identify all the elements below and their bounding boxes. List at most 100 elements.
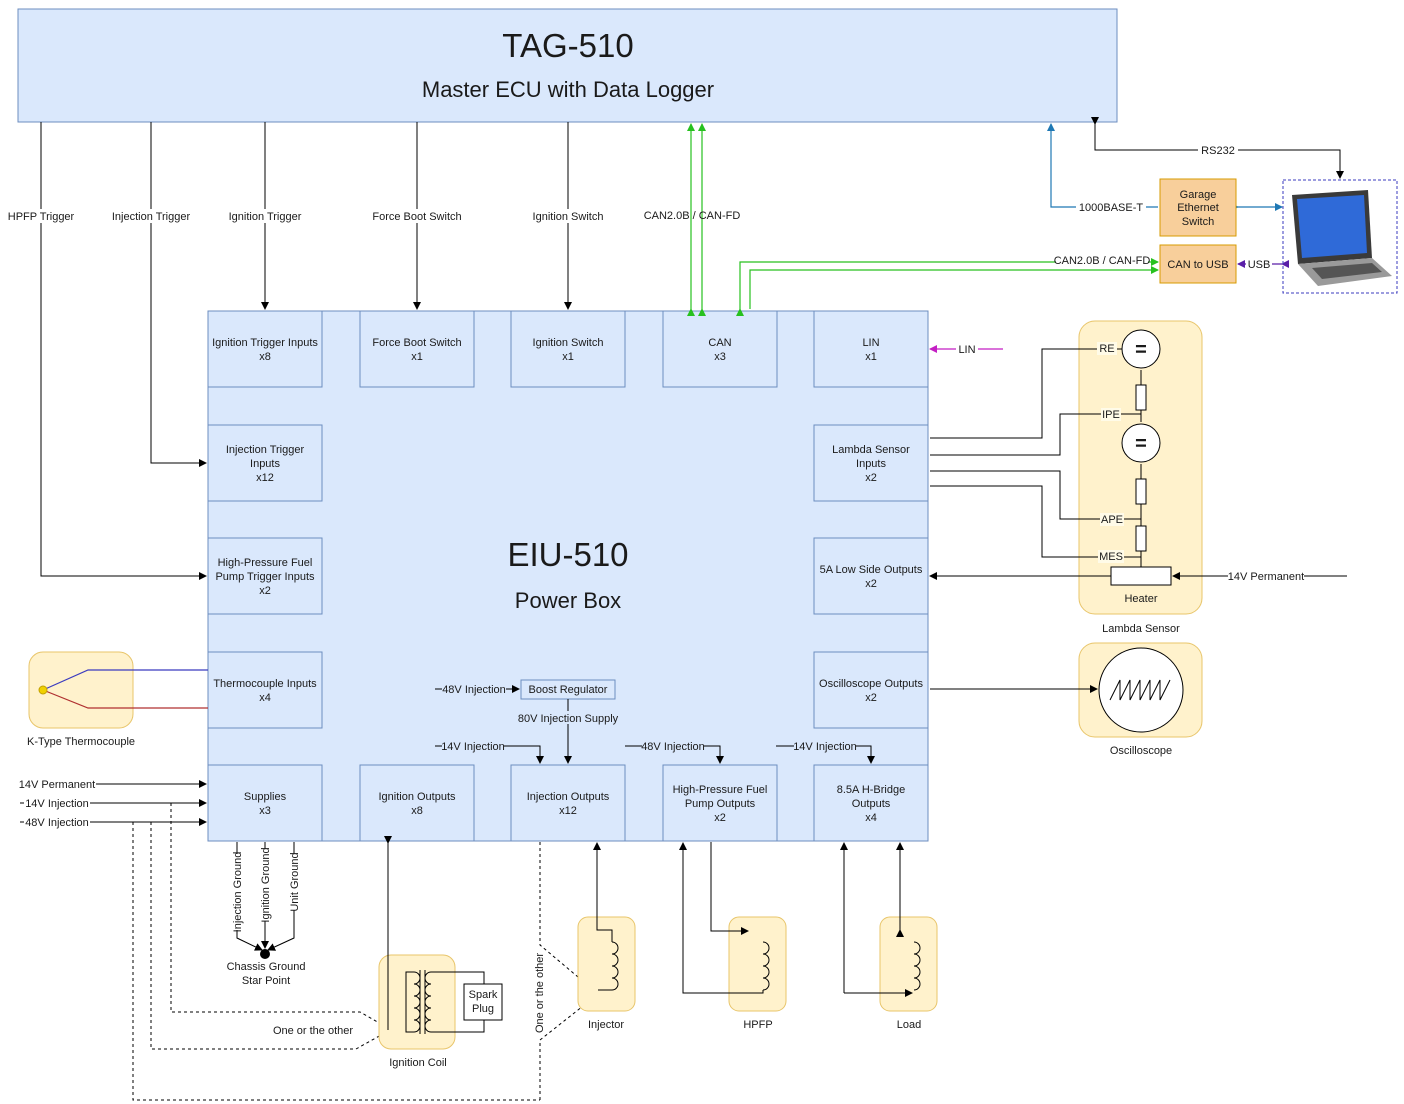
module-lin: LIN x1 [813, 310, 929, 388]
can-bus-label: CAN2.0B / CAN-FD [644, 210, 741, 222]
injector-label: Injector [588, 1019, 624, 1031]
load-coil-icon [844, 916, 938, 1012]
svg-text:x1: x1 [562, 351, 574, 363]
lin-label: LIN [958, 344, 975, 356]
svg-text:x2: x2 [714, 812, 726, 824]
svg-text:14V Injection: 14V Injection [25, 798, 89, 810]
module-oscilloscope-outputs: Oscilloscope Outputs x2 [813, 651, 929, 729]
ignition-coil: Spark Plug [378, 954, 503, 1050]
svg-text:Pump Outputs: Pump Outputs [685, 798, 756, 810]
svg-text:Star Point: Star Point [242, 975, 290, 987]
svg-text:Thermocouple Inputs: Thermocouple Inputs [213, 678, 317, 690]
svg-text:Injection Ground: Injection Ground [232, 852, 244, 933]
one-or-other-label-vertical: One or the other [534, 953, 546, 1033]
svg-text:Inputs: Inputs [856, 458, 886, 470]
svg-text:CAN to USB: CAN to USB [1167, 259, 1228, 271]
svg-text:14V Injection: 14V Injection [441, 741, 505, 753]
oscilloscope-sawtooth-icon [1078, 642, 1203, 738]
svg-text:48V Injection: 48V Injection [442, 684, 506, 696]
svg-text:Force Boot Switch: Force Boot Switch [372, 337, 461, 349]
svg-text:MES: MES [1099, 551, 1123, 563]
svg-text:Injection Trigger: Injection Trigger [226, 444, 305, 456]
svg-text:x8: x8 [259, 351, 271, 363]
svg-text:Chassis Ground: Chassis Ground [227, 961, 306, 973]
svg-text:Pump Trigger Inputs: Pump Trigger Inputs [215, 571, 315, 583]
module-supplies: Supplies x3 [207, 764, 323, 842]
svg-text:x12: x12 [256, 472, 274, 484]
svg-text:x4: x4 [865, 812, 877, 824]
svg-text:x1: x1 [411, 351, 423, 363]
laptop-icon [1282, 179, 1398, 294]
svg-text:LIN: LIN [862, 337, 879, 349]
svg-text:Oscilloscope Outputs: Oscilloscope Outputs [819, 678, 923, 690]
garage-ethernet-switch: Garage Ethernet Switch [1159, 178, 1237, 237]
can-usb-bus-label: CAN2.0B / CAN-FD [1054, 255, 1151, 267]
svg-text:=: = [1135, 339, 1147, 361]
supply-80v-label: 80V Injection Supply [518, 713, 619, 725]
svg-text:x2: x2 [865, 692, 877, 704]
svg-text:Switch: Switch [1182, 216, 1214, 228]
one-or-other-label-horizontal: One or the other [273, 1025, 353, 1037]
svg-text:Ignition Switch: Ignition Switch [533, 337, 604, 349]
svg-text:HPFP Trigger: HPFP Trigger [8, 211, 75, 223]
power-box-title: EIU-510 [507, 536, 628, 573]
svg-text:Lambda Sensor: Lambda Sensor [832, 444, 910, 456]
trigger-labels: HPFP Trigger Injection Trigger Ignition … [6, 209, 606, 223]
svg-text:High-Pressure Fuel: High-Pressure Fuel [218, 557, 313, 569]
thermocouple-icon [28, 651, 208, 729]
svg-text:Ignition Trigger Inputs: Ignition Trigger Inputs [212, 337, 318, 349]
svg-text:x12: x12 [559, 805, 577, 817]
module-force-boot-switch: Force Boot Switch x1 [359, 310, 475, 388]
svg-text:14V Injection: 14V Injection [793, 741, 857, 753]
svg-text:High-Pressure Fuel: High-Pressure Fuel [673, 784, 768, 796]
svg-text:8.5A H-Bridge: 8.5A H-Bridge [837, 784, 905, 796]
hpfp-coil-icon [682, 842, 787, 1012]
master-title: TAG-510 [502, 27, 633, 64]
module-ignition-trigger-inputs: Ignition Trigger Inputs x8 [207, 310, 323, 388]
svg-text:Ethernet: Ethernet [1177, 202, 1219, 214]
svg-text:APE: APE [1101, 514, 1123, 526]
boost-regulator: Boost Regulator [520, 679, 616, 700]
module-injection-outputs: Injection Outputs x12 [510, 764, 626, 842]
master-subtitle: Master ECU with Data Logger [422, 77, 714, 102]
svg-text:Ignition Trigger: Ignition Trigger [229, 211, 302, 223]
svg-text:x2: x2 [259, 585, 271, 597]
svg-text:x1: x1 [865, 351, 877, 363]
ethernet-label: 1000BASE-T [1079, 202, 1143, 214]
permanent-14v-right-label: 14V Permanent [1228, 571, 1304, 583]
module-ignition-switch: Ignition Switch x1 [510, 310, 626, 388]
ground-star-point-icon [260, 949, 270, 959]
svg-text:Inputs: Inputs [250, 458, 280, 470]
svg-text:x8: x8 [411, 805, 423, 817]
svg-text:CAN: CAN [708, 337, 731, 349]
svg-text:Injection Trigger: Injection Trigger [112, 211, 191, 223]
svg-text:Force Boot Switch: Force Boot Switch [372, 211, 461, 223]
heater-label: Heater [1124, 593, 1157, 605]
svg-text:Ignition Outputs: Ignition Outputs [378, 791, 456, 803]
svg-text:Injection Outputs: Injection Outputs [527, 791, 610, 803]
svg-text:Plug: Plug [472, 1003, 494, 1015]
svg-text:x3: x3 [259, 805, 271, 817]
svg-text:5A Low Side Outputs: 5A Low Side Outputs [820, 564, 923, 576]
ignition-coil-label: Ignition Coil [389, 1057, 446, 1069]
svg-text:x2: x2 [865, 578, 877, 590]
svg-text:x3: x3 [714, 351, 726, 363]
svg-text:48V Injection: 48V Injection [641, 741, 705, 753]
injector-coil-icon [577, 843, 636, 1012]
svg-text:Ignition Ground: Ignition Ground [260, 847, 272, 922]
svg-text:48V Injection: 48V Injection [25, 817, 89, 829]
svg-text:=: = [1135, 433, 1147, 455]
can-to-usb-adapter: CAN to USB [1159, 244, 1237, 284]
svg-text:RE: RE [1099, 343, 1114, 355]
svg-text:Supplies: Supplies [244, 791, 287, 803]
power-box-subtitle: Power Box [515, 588, 621, 613]
svg-text:Ignition Switch: Ignition Switch [533, 211, 604, 223]
master-ecu-block: TAG-510 Master ECU with Data Logger [17, 8, 1118, 123]
